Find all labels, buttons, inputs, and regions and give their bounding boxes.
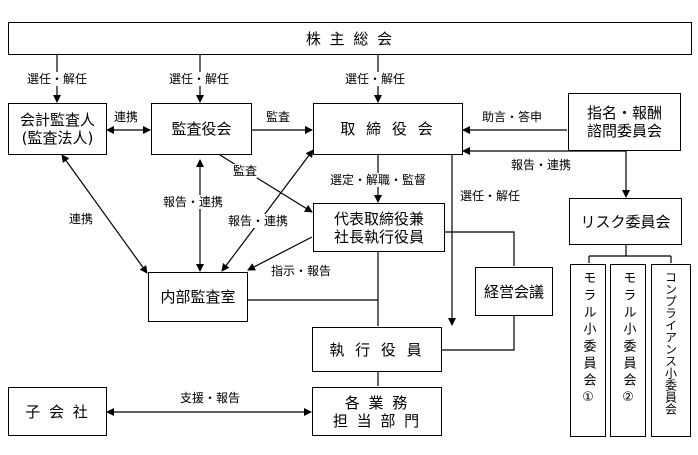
label-coop-top: 連携 bbox=[114, 110, 139, 124]
audit-firm-label: (監査法人) bbox=[21, 129, 94, 147]
business-divisions-box: 各 業 務 担 当 部 門 bbox=[312, 387, 442, 436]
label-elect-left: 選任・解任 bbox=[27, 72, 88, 86]
label-elect-officers: 選任・解任 bbox=[460, 189, 521, 203]
board-of-directors-box: 取 締 役 会 bbox=[313, 103, 463, 155]
line-ceo-to-mgmt bbox=[445, 231, 515, 266]
label-report-coop-risk: 報告・連携 bbox=[511, 158, 572, 172]
divisions-label-2: 担 当 部 門 bbox=[332, 411, 422, 430]
shareholders-meeting-label: 株 主 総 会 bbox=[305, 29, 395, 48]
label-report-coop-vertical: 報告・連携 bbox=[163, 195, 224, 209]
accounting-auditor-box: 会計監査人 (監査法人) bbox=[8, 103, 107, 155]
label-select-dismiss: 選定・解職・監督 bbox=[330, 173, 427, 187]
label-elect-mid: 選任・解任 bbox=[169, 72, 230, 86]
label-coop-left: 連携 bbox=[69, 212, 94, 226]
audit-board-box: 監査役会 bbox=[151, 103, 252, 155]
audit-board-label: 監査役会 bbox=[171, 120, 232, 138]
internal-audit-box: 内部監査室 bbox=[148, 272, 248, 322]
nomination-label-2: 諮問委員会 bbox=[586, 122, 662, 140]
executive-officers-label: 執 行 役 員 bbox=[329, 340, 425, 359]
ceo-box: 代表取締役兼 社長執行役員 bbox=[313, 203, 445, 252]
label-support-report: 支援・報告 bbox=[180, 391, 241, 405]
risk-committee-label: リスク委員会 bbox=[580, 212, 671, 231]
label-instruct-report: 指示・報告 bbox=[271, 264, 332, 278]
arrow-report-diag bbox=[221, 149, 314, 272]
subsidiary-box: 子 会 社 bbox=[8, 387, 107, 436]
label-elect-right: 選任・解任 bbox=[345, 72, 406, 86]
management-meeting-box: 経営会議 bbox=[475, 267, 553, 316]
compliance-subcommittee-label: コンプライアンス小委員会 bbox=[663, 271, 678, 415]
moral-subcommittee-2-box: モラル小委員会② bbox=[610, 264, 646, 437]
internal-audit-label: 内部監査室 bbox=[160, 288, 236, 306]
subsidiary-label: 子 会 社 bbox=[25, 402, 90, 421]
label-report-coop-diag: 報告・連携 bbox=[228, 214, 289, 228]
executive-officers-box: 執 行 役 員 bbox=[312, 327, 442, 372]
label-audit-top: 監査 bbox=[266, 110, 291, 124]
shareholders-meeting-box: 株 主 総 会 bbox=[8, 22, 692, 55]
moral-subcommittee-2-label: モラル小委員会② bbox=[620, 271, 636, 409]
ceo-label-1: 代表取締役兼 bbox=[333, 209, 424, 228]
divisions-label-1: 各 業 務 bbox=[344, 393, 410, 412]
arrow-report-risk bbox=[462, 147, 630, 198]
line-mgmt-to-officers bbox=[442, 316, 515, 351]
moral-subcommittee-1-box: モラル小委員会① bbox=[570, 264, 606, 437]
nomination-label-1: 指名・報酬 bbox=[586, 104, 662, 122]
label-advice: 助言・答申 bbox=[482, 110, 543, 124]
arrow-coop-left bbox=[61, 154, 148, 274]
compliance-subcommittee-box: コンプライアンス小委員会 bbox=[651, 264, 691, 437]
nomination-committee-box: 指名・報酬 諮問委員会 bbox=[568, 93, 681, 151]
arrow-instruct bbox=[247, 236, 313, 271]
board-of-directors-label: 取 締 役 会 bbox=[340, 120, 436, 138]
management-meeting-label: 経営会議 bbox=[483, 282, 544, 301]
risk-committee-box: リスク委員会 bbox=[569, 198, 682, 245]
moral-subcommittee-1-label: モラル小委員会① bbox=[580, 271, 596, 409]
ceo-label-2: 社長執行役員 bbox=[333, 227, 424, 246]
label-audit-diag: 監査 bbox=[233, 164, 258, 178]
accounting-auditor-label: 会計監査人 bbox=[19, 111, 95, 129]
